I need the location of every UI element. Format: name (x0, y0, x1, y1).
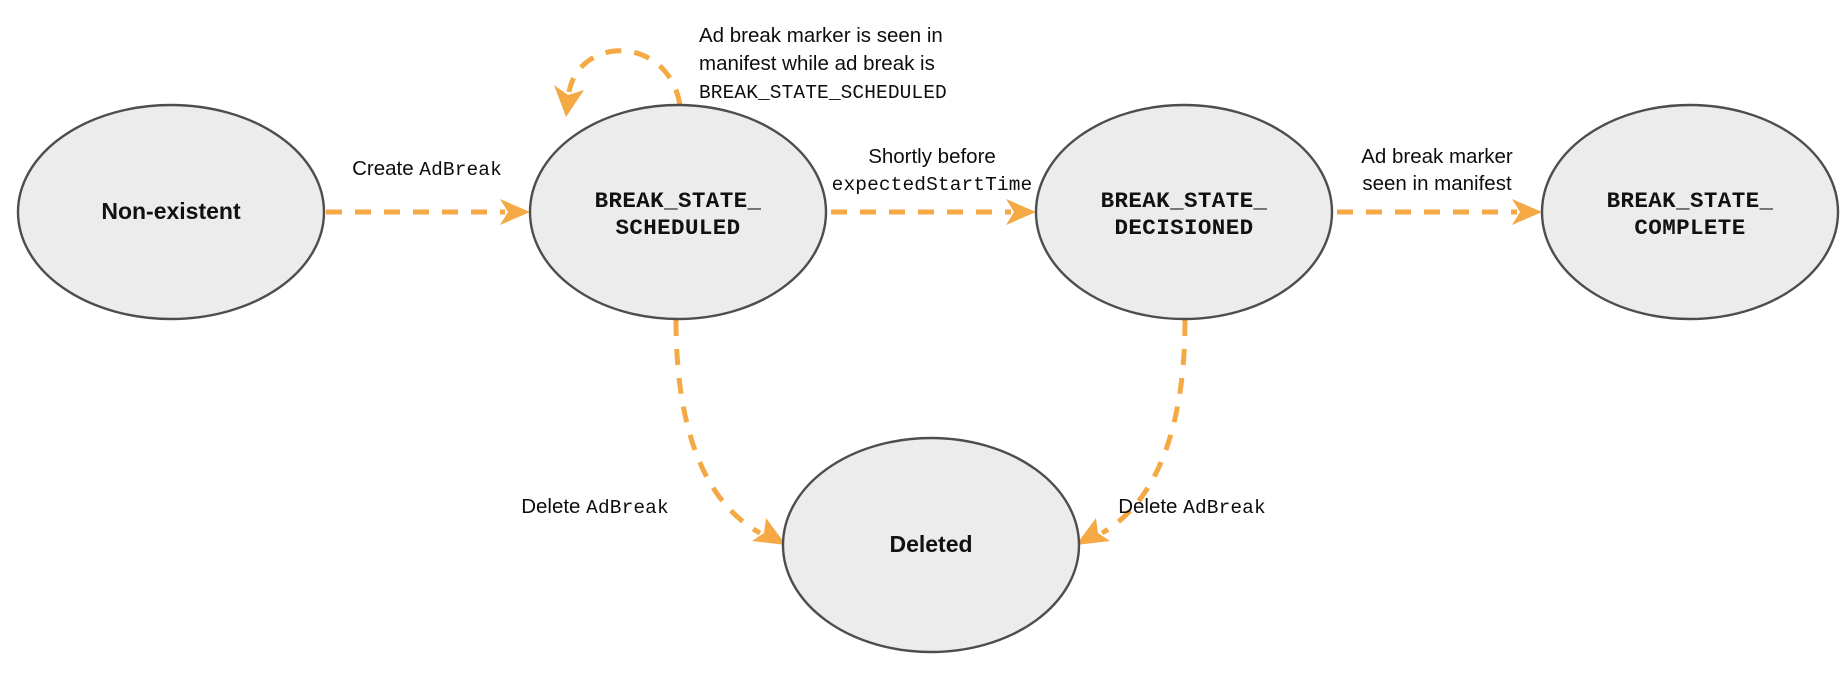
node-break-state-decisioned-label-line2: DECISIONED (1114, 215, 1253, 241)
node-break-state-scheduled-shape (528, 103, 828, 321)
edge-label-create-adbreak: Create AdBreak (352, 157, 502, 181)
edge-label-scheduled-to-deleted: Delete AdBreak (521, 495, 669, 519)
node-deleted-shape (781, 436, 1081, 654)
edge-decisioned-to-deleted[interactable] (1076, 319, 1188, 545)
edge-create-adbreak[interactable] (326, 199, 530, 225)
edge-labels-layer: Create AdBreak Ad break marker is seen i… (352, 24, 1513, 519)
edge-label-decisioned-to-complete-line1: Ad break marker (1361, 145, 1513, 168)
edge-label-scheduled-to-deleted-part-0: Delete (521, 495, 586, 518)
edge-scheduled-self-loop-arrowhead (554, 85, 584, 117)
edge-scheduled-to-deleted[interactable] (673, 319, 786, 545)
edge-label-decisioned-to-complete-line2: seen in manifest (1362, 172, 1512, 195)
edge-label-scheduled-to-decisioned-line2: expectedStartTime (832, 174, 1033, 196)
edge-label-scheduled-self-loop-line2: manifest while ad break is (699, 52, 935, 75)
node-non-existent[interactable]: Non-existent (16, 103, 326, 321)
edge-scheduled-self-loop-path (566, 48, 683, 106)
edge-scheduled-to-deleted-path (673, 319, 762, 536)
edge-label-scheduled-to-decisioned-line1: Shortly before (868, 145, 996, 168)
node-break-state-decisioned-label-line1: BREAK_STATE_ (1101, 188, 1268, 214)
edge-scheduled-to-decisioned-arrowhead (1006, 199, 1036, 225)
nodes-layer: Non-existent BREAK_STATE_ SCHEDULED BREA… (16, 103, 1840, 654)
edge-label-scheduled-to-deleted-part-1: AdBreak (586, 497, 669, 519)
edge-label-create-adbreak-part-1: AdBreak (419, 159, 502, 181)
edge-label-scheduled-self-loop-line1: Ad break marker is seen in (699, 24, 943, 47)
node-non-existent-label: Non-existent (101, 198, 241, 224)
edge-decisioned-to-deleted-arrowhead (1076, 518, 1110, 545)
edge-scheduled-self-loop[interactable] (554, 48, 683, 117)
node-break-state-complete-label-line1: BREAK_STATE_ (1607, 188, 1774, 214)
edge-decisioned-to-complete[interactable] (1337, 199, 1542, 225)
edge-scheduled-to-deleted-arrowhead (752, 518, 786, 545)
node-deleted[interactable]: Deleted (781, 436, 1081, 654)
node-non-existent-shape (16, 103, 326, 321)
node-break-state-decisioned-shape (1034, 103, 1334, 321)
node-break-state-decisioned[interactable]: BREAK_STATE_ DECISIONED (1034, 103, 1334, 321)
edge-label-decisioned-to-deleted: Delete AdBreak (1118, 495, 1266, 519)
edge-scheduled-to-decisioned[interactable] (831, 199, 1036, 225)
node-break-state-complete-shape (1540, 103, 1840, 321)
edge-label-decisioned-to-deleted-part-0: Delete (1118, 495, 1183, 518)
edges-layer (326, 48, 1542, 545)
edge-label-scheduled-self-loop-line3: BREAK_STATE_SCHEDULED (699, 82, 947, 104)
node-break-state-complete-label-line2: COMPLETE (1634, 215, 1745, 241)
node-break-state-scheduled[interactable]: BREAK_STATE_ SCHEDULED (528, 103, 828, 321)
node-deleted-label: Deleted (889, 531, 972, 557)
edge-decisioned-to-complete-arrowhead (1512, 199, 1542, 225)
node-break-state-complete[interactable]: BREAK_STATE_ COMPLETE (1540, 103, 1840, 321)
node-break-state-scheduled-label-line2: SCHEDULED (615, 215, 740, 241)
edge-decisioned-to-deleted-path (1100, 319, 1188, 536)
edge-create-adbreak-arrowhead (500, 199, 530, 225)
node-break-state-scheduled-label-line1: BREAK_STATE_ (595, 188, 762, 214)
edge-label-decisioned-to-deleted-part-1: AdBreak (1183, 497, 1266, 519)
edge-label-create-adbreak-part-0: Create (352, 157, 419, 180)
